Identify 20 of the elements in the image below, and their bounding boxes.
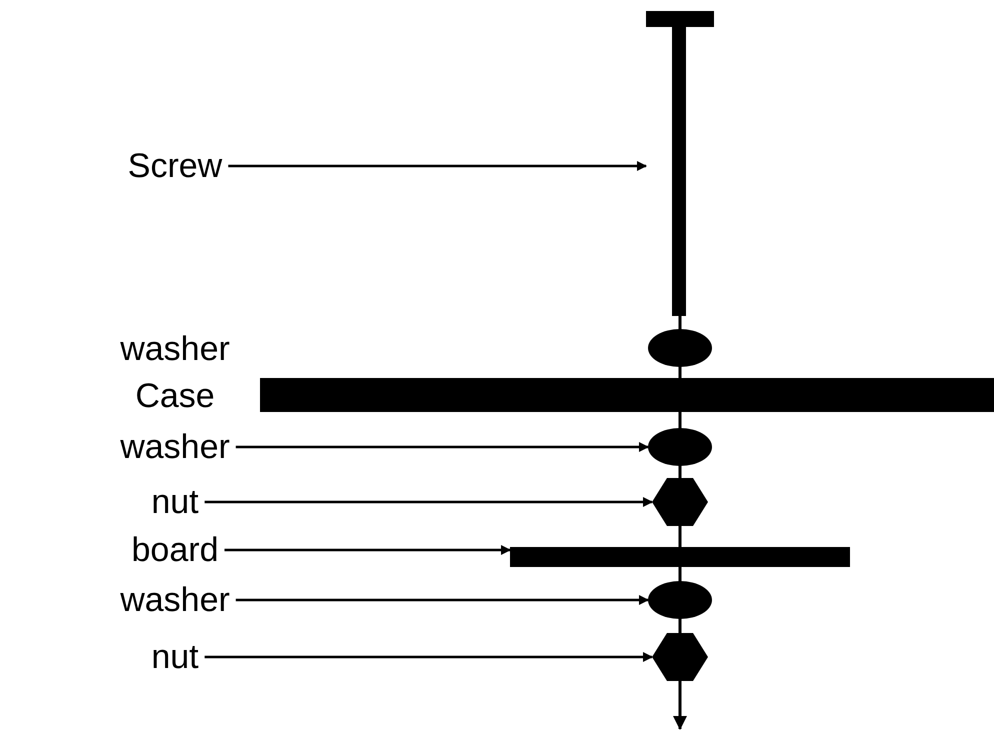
part-label: nut	[151, 638, 199, 676]
leader-arrow	[224, 545, 511, 555]
leader-arrow	[236, 442, 649, 452]
board-drawing	[510, 547, 850, 567]
part-label: nut	[151, 483, 199, 521]
leader-arrow	[204, 652, 653, 662]
screw-drawing	[646, 11, 714, 316]
part-label: washer	[120, 330, 230, 368]
leader-arrow	[204, 497, 653, 507]
part-label: Case	[135, 377, 215, 415]
nut-drawing	[652, 633, 708, 681]
part-label: washer	[120, 581, 230, 619]
nut-drawing	[652, 478, 708, 526]
leader-arrow	[236, 595, 649, 605]
washer-drawing	[648, 581, 712, 619]
part-label: washer	[120, 428, 230, 466]
part-label: board	[132, 531, 218, 569]
part-label: Screw	[128, 147, 222, 185]
washer-drawing	[648, 428, 712, 466]
leader-arrow	[228, 161, 647, 171]
